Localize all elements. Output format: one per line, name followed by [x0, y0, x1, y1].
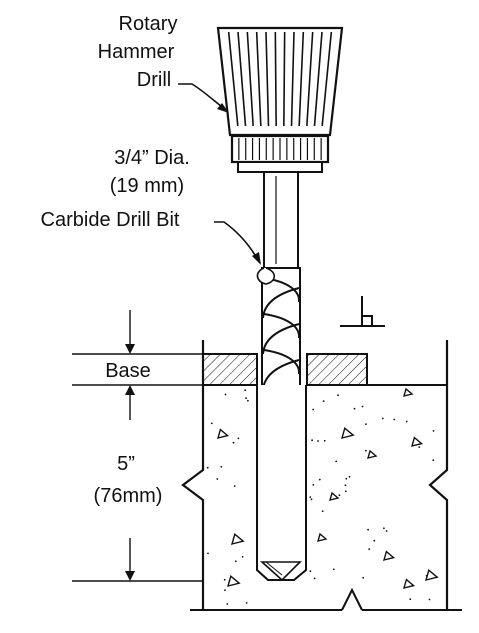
base-label: Base — [105, 360, 151, 382]
labels: Rotary Hammer Drill 3/4” Dia. (19 mm) Ca… — [41, 13, 190, 507]
drill-label-line3: Drill — [137, 69, 171, 91]
aggregate-dot — [210, 422, 213, 425]
aggregate-dot — [310, 498, 313, 501]
leader-arrowheads — [217, 103, 261, 265]
aggregate-stone — [328, 491, 340, 501]
aggregate-dot — [224, 393, 227, 396]
aggregate-dot — [409, 598, 412, 601]
aggregate-dot — [344, 490, 347, 493]
aggregate-dot — [233, 485, 236, 487]
plumb-symbol-icon — [340, 296, 385, 327]
aggregate-dot — [206, 466, 209, 469]
aggregate-dot — [405, 420, 408, 423]
aggregate-dot — [241, 556, 244, 558]
aggregate-dot — [353, 407, 356, 410]
aggregate-dot — [361, 405, 364, 408]
aggregate-dot — [226, 603, 229, 605]
aggregate-dot — [309, 496, 312, 498]
aggregate-dot — [432, 459, 435, 462]
aggregate-stone — [230, 532, 245, 545]
aggregate-dot — [428, 598, 431, 601]
aggregate-dot — [247, 399, 249, 402]
aggregate-dot — [207, 552, 209, 555]
aggregate-dot — [323, 439, 326, 442]
bit-name-label: Carbide Drill Bit — [41, 209, 180, 231]
aggregate-dot — [224, 589, 226, 591]
aggregate-dot — [317, 440, 319, 442]
aggregate-dot — [244, 389, 247, 392]
aggregate-stone — [424, 568, 439, 581]
aggregate-dot — [385, 530, 388, 532]
aggregate-dot — [321, 510, 324, 512]
aggregate-stone — [226, 574, 241, 587]
aggregate-dot — [418, 446, 421, 448]
aggregate-dot — [313, 577, 316, 580]
aggregate-dot — [232, 441, 235, 444]
bit-diameter-in-label: 3/4” Dia. — [114, 147, 190, 169]
aggregate-dot — [383, 527, 385, 530]
aggregate-dot — [337, 394, 339, 397]
dimension-arrows — [125, 344, 135, 581]
aggregate-dot — [332, 568, 335, 571]
base-plate — [202, 353, 368, 386]
aggregate-dot — [368, 548, 371, 551]
aggregate-stone — [402, 387, 414, 397]
depth-in-label: 5” — [117, 453, 135, 475]
aggregate-dot — [220, 465, 223, 468]
aggregate-dot — [425, 574, 428, 577]
rotary-hammer-drill-icon — [216, 26, 344, 173]
aggregate-dot — [318, 478, 321, 481]
aggregate-dot — [348, 475, 351, 478]
drill-label-line2: Hammer — [98, 41, 175, 63]
aggregate-stone — [366, 449, 378, 459]
aggregate-dot — [309, 570, 312, 572]
aggregate-dot — [367, 528, 369, 531]
aggregate-dot — [335, 460, 338, 463]
bit-diameter-mm-label: (19 mm) — [110, 175, 184, 197]
drilled-hole — [256, 385, 307, 582]
aggregate-dot — [312, 408, 315, 411]
aggregate-dot — [373, 539, 376, 542]
aggregate-dot — [345, 477, 348, 480]
aggregate-dot — [381, 417, 384, 420]
aggregate-stone — [216, 428, 230, 439]
aggregate-dot — [338, 494, 341, 497]
aggregate-dot — [432, 430, 435, 432]
aggregate-dot — [237, 437, 240, 440]
aggregate-dot — [311, 439, 313, 442]
concrete-slab — [181, 340, 462, 611]
aggregate-dot — [322, 400, 325, 403]
aggregate-dot — [312, 484, 315, 486]
aggregate-dot — [234, 560, 237, 563]
aggregate-dot — [344, 484, 347, 487]
aggregate-stone — [402, 578, 416, 589]
aggregate-stone — [410, 436, 424, 447]
dimension-lines — [72, 310, 203, 582]
aggregate-dot — [393, 418, 396, 421]
aggregate-stone — [316, 532, 328, 542]
aggregate-dot — [362, 576, 365, 579]
aggregate-dot — [245, 397, 248, 399]
aggregate-dot — [365, 423, 367, 425]
aggregate-dot — [365, 449, 367, 452]
aggregate-stone — [340, 426, 355, 439]
aggregate-dot — [216, 478, 219, 480]
aggregate-dot — [245, 602, 248, 604]
depth-mm-label: (76mm) — [94, 485, 163, 507]
drill-label-line1: Rotary — [119, 13, 178, 35]
aggregate-dot — [223, 578, 226, 581]
concrete-aggregate-icon — [206, 387, 439, 605]
aggregate-stone — [382, 550, 396, 561]
